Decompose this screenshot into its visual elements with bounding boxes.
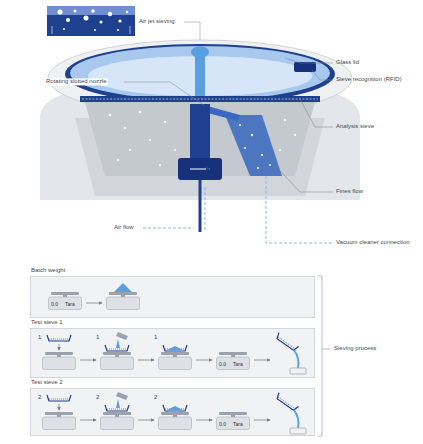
callout-label: Rotating slotted nozzle [45,78,108,85]
step-number: 1 [38,334,41,341]
scale-display: 0.0 [219,361,226,367]
scale-display: 0.0 [51,301,58,307]
tare-button: Tara [65,301,75,307]
callout-label: Air jet sieving [139,18,175,25]
step-number: 2 [154,394,157,401]
panel-heading: Test sieve 1 [31,319,314,326]
scale-display: 0.0 [219,421,226,427]
step-number: 1 [96,334,99,341]
step-number: 2 [96,394,99,401]
process-panel: Batch weight [30,276,315,318]
callout-label: Glass lid [336,59,359,66]
process-panel: Test sieve 1 [30,328,315,378]
step-number: 1 [154,334,157,341]
bracket-label: Sieving process [334,345,376,352]
callout-label: Sieve recognition (RFID) [336,76,402,83]
tare-button: Tara [233,421,243,427]
panel-heading: Test sieve 2 [31,379,314,386]
callout-label: Air flow [114,224,134,231]
tare-button: Tara [233,361,243,367]
panel-heading: Batch weight [31,267,314,274]
callout-label: Fines flow [336,188,363,195]
process-panel: Test sieve 2 [30,388,315,436]
step-number: 2 [38,394,41,401]
callout-label: Analysis sieve [336,123,374,130]
callout-label: Vacuum cleaner connection [336,239,410,246]
